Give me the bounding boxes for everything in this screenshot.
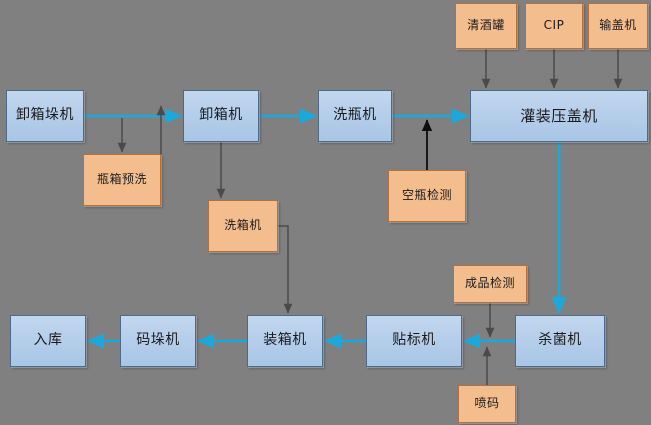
node-label: 入库 bbox=[33, 332, 63, 349]
node-label: 洗瓶机 bbox=[333, 107, 377, 124]
node-bright-beer-tank[interactable]: 清酒罐 bbox=[455, 3, 517, 49]
node-cap-feeder[interactable]: 输盖机 bbox=[588, 3, 648, 49]
node-palletizer[interactable]: 码垛机 bbox=[120, 315, 196, 367]
node-bottle-case-prewash[interactable]: 瓶箱预洗 bbox=[83, 154, 161, 206]
node-label: 码垛机 bbox=[136, 332, 180, 349]
node-label: 灌装压盖机 bbox=[520, 106, 598, 125]
node-label: 成品检测 bbox=[464, 276, 515, 291]
node-uncaser[interactable]: 卸箱机 bbox=[183, 90, 259, 142]
node-label: 喷码 bbox=[474, 396, 500, 411]
primary-flow-arrows bbox=[84, 108, 567, 349]
node-label: 洗箱机 bbox=[224, 218, 262, 233]
node-label: CIP bbox=[543, 18, 565, 33]
node-bottle-washer[interactable]: 洗瓶机 bbox=[318, 90, 392, 142]
node-label: 卸箱机 bbox=[199, 107, 243, 124]
node-cip[interactable]: CIP bbox=[525, 3, 583, 49]
node-product-inspection[interactable]: 成品检测 bbox=[453, 265, 527, 303]
node-label: 卸箱垛机 bbox=[16, 107, 74, 124]
arrow-casewasher-to-caser bbox=[278, 225, 293, 314]
node-label: 装箱机 bbox=[263, 332, 307, 349]
node-warehouse[interactable]: 入库 bbox=[10, 315, 86, 367]
node-label: 瓶箱预洗 bbox=[96, 172, 147, 187]
node-pasteurizer[interactable]: 杀菌机 bbox=[515, 315, 605, 367]
node-label: 输盖机 bbox=[599, 18, 637, 33]
node-label: 清酒罐 bbox=[467, 18, 505, 33]
node-filler-capper[interactable]: 灌装压盖机 bbox=[470, 90, 648, 142]
node-inkjet-coder[interactable]: 喷码 bbox=[458, 385, 516, 423]
node-label: 贴标机 bbox=[392, 332, 436, 349]
node-labeler[interactable]: 贴标机 bbox=[366, 315, 462, 367]
node-label: 杀菌机 bbox=[538, 332, 582, 349]
node-empty-bottle-inspection[interactable]: 空瓶检测 bbox=[388, 170, 466, 222]
node-case-washer[interactable]: 洗箱机 bbox=[208, 200, 278, 252]
node-label: 空瓶检测 bbox=[401, 188, 452, 203]
node-unstacker[interactable]: 卸箱垛机 bbox=[6, 90, 84, 142]
node-caser[interactable]: 装箱机 bbox=[247, 315, 323, 367]
